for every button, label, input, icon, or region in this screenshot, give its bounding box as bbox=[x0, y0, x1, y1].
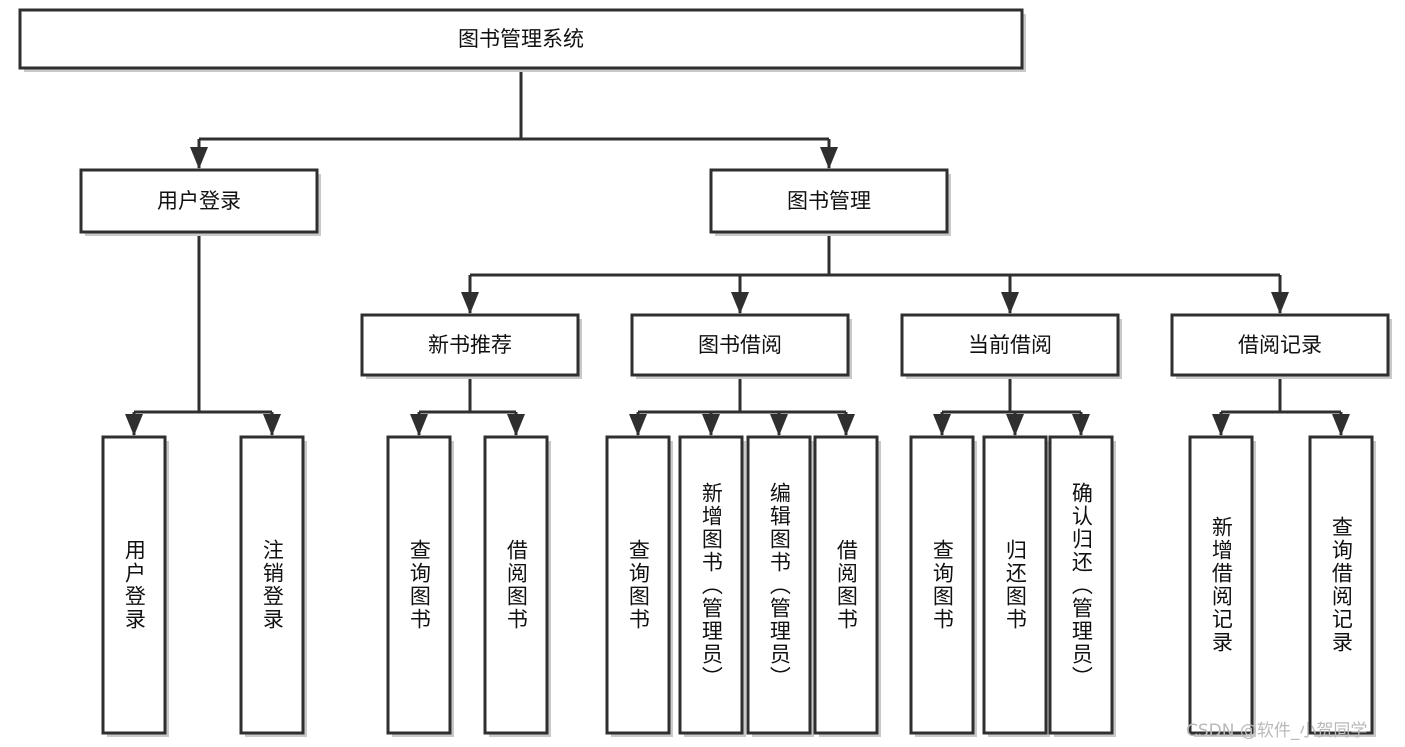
node-leaf-3[interactable] bbox=[483, 435, 549, 735]
arrow-head-icon-leaf-8 bbox=[933, 414, 951, 436]
arrow-head-icon-leaf-2 bbox=[410, 414, 428, 436]
arrow-head-icon-leaf-9 bbox=[1006, 414, 1024, 436]
node-level2-label-0: 用户登录 bbox=[157, 189, 241, 213]
node-level3-label-1: 图书借阅 bbox=[698, 333, 782, 357]
node-level3-label-2: 当前借阅 bbox=[968, 333, 1052, 357]
arrow-head-icon-level3-0 bbox=[461, 292, 479, 314]
arrow-head-icon-level2-1 bbox=[820, 147, 838, 169]
node-leaf-7[interactable] bbox=[813, 435, 879, 735]
node-leaf-12[interactable] bbox=[1308, 435, 1374, 735]
arrow-head-icon-leaf-6 bbox=[770, 414, 788, 436]
node-leaf-5[interactable] bbox=[678, 435, 744, 735]
node-leaf-8[interactable] bbox=[909, 435, 975, 735]
node-level2-label-1: 图书管理 bbox=[787, 189, 871, 213]
connector-edges bbox=[125, 68, 1350, 436]
node-root-label: 图书管理系统 bbox=[458, 27, 584, 51]
node-leaf-4[interactable] bbox=[605, 435, 671, 735]
node-level3-1[interactable] bbox=[630, 313, 850, 377]
arrow-head-icon-leaf-5 bbox=[702, 414, 720, 436]
arrow-head-icon-level3-3 bbox=[1271, 292, 1289, 314]
node-leaf-10[interactable] bbox=[1048, 435, 1114, 735]
node-level3-label-3: 借阅记录 bbox=[1238, 333, 1322, 357]
node-leaf-11[interactable] bbox=[1188, 435, 1254, 735]
arrow-head-icon-level2-0 bbox=[190, 147, 208, 169]
node-leaf-9[interactable] bbox=[982, 435, 1048, 735]
node-leaf-1[interactable] bbox=[239, 435, 305, 735]
arrow-head-icon-leaf-4 bbox=[629, 414, 647, 436]
arrow-head-icon-level3-2 bbox=[1001, 292, 1019, 314]
arrow-head-icon-leaf-0 bbox=[125, 414, 143, 436]
watermark-text: CSDN @软件_小贺同学 bbox=[1186, 721, 1368, 741]
node-level3-0[interactable] bbox=[360, 313, 580, 377]
node-level3-2[interactable] bbox=[900, 313, 1120, 377]
node-level2-1[interactable] bbox=[709, 168, 949, 234]
node-boxes bbox=[18, 8, 1392, 737]
node-level3-label-0: 新书推荐 bbox=[428, 333, 512, 357]
arrow-head-icon-level3-1 bbox=[731, 292, 749, 314]
node-leaf-2[interactable] bbox=[386, 435, 452, 735]
arrow-head-icon-leaf-3 bbox=[507, 414, 525, 436]
arrow-head-icon-leaf-11 bbox=[1212, 414, 1230, 436]
node-level2-0[interactable] bbox=[79, 168, 319, 234]
arrow-head-icon-leaf-12 bbox=[1332, 414, 1350, 436]
arrow-head-icon-leaf-1 bbox=[263, 414, 281, 436]
node-root[interactable] bbox=[18, 8, 1024, 70]
node-level3-3[interactable] bbox=[1170, 313, 1390, 377]
node-leaf-6[interactable] bbox=[746, 435, 812, 735]
node-leaf-0[interactable] bbox=[101, 435, 167, 735]
arrow-head-icon-leaf-7 bbox=[837, 414, 855, 436]
arrow-head-icon-leaf-10 bbox=[1072, 414, 1090, 436]
